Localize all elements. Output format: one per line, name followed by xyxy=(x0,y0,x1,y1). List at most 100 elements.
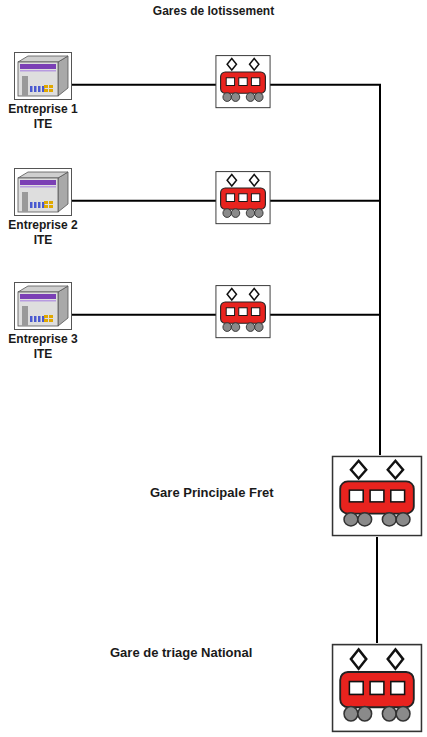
rail-line xyxy=(72,85,380,455)
building-window xyxy=(34,202,37,208)
icon-frame xyxy=(216,286,270,338)
pantograph xyxy=(351,461,366,479)
train-wheel xyxy=(255,209,263,218)
station-label: Gare de triage National xyxy=(110,645,252,661)
company-node: Entreprise 2 ITE xyxy=(4,168,82,248)
train-wheel xyxy=(223,323,231,332)
building-door xyxy=(22,192,28,212)
train-body xyxy=(221,72,266,93)
pantograph xyxy=(250,58,259,70)
train-window xyxy=(239,194,247,202)
train-window xyxy=(239,308,247,316)
rail-line xyxy=(72,201,380,455)
building-sign xyxy=(44,201,48,204)
building-top xyxy=(18,172,68,178)
train-body xyxy=(221,302,266,323)
train-symbol xyxy=(216,172,270,224)
diagram-title: Gares de lotissement xyxy=(0,4,427,18)
station-label: Gare Principale Fret xyxy=(150,485,274,501)
building-symbol xyxy=(15,53,72,100)
train-body xyxy=(340,672,414,707)
train-wheel xyxy=(231,323,239,332)
company-icon xyxy=(14,168,72,216)
train-symbol xyxy=(333,645,422,732)
building-roof-line xyxy=(20,186,56,188)
building-front xyxy=(18,292,58,326)
building-roof-line xyxy=(20,70,56,72)
train-wheel xyxy=(396,513,410,526)
station-icon xyxy=(331,643,423,733)
building-symbol xyxy=(15,169,72,216)
building-front xyxy=(18,178,58,212)
building-window xyxy=(30,202,33,208)
building-side xyxy=(58,286,68,326)
train-wheel xyxy=(358,513,372,526)
train-window xyxy=(349,682,363,695)
company-label: Entreprise 2 ITE xyxy=(4,218,82,248)
building-sign xyxy=(44,205,48,208)
train-window xyxy=(391,682,405,695)
building-window xyxy=(30,316,33,322)
building-front xyxy=(18,62,58,96)
pantograph xyxy=(388,649,403,668)
building-window xyxy=(38,86,41,92)
yard-train-icon xyxy=(216,172,270,224)
train-window xyxy=(226,78,234,86)
building-roof-band xyxy=(20,64,56,69)
train-wheel xyxy=(231,93,239,102)
train-symbol xyxy=(333,456,422,535)
building-door xyxy=(22,306,28,326)
train-body xyxy=(221,188,266,209)
train-wheel xyxy=(246,93,254,102)
building-door xyxy=(22,76,28,96)
building-sign xyxy=(44,89,48,92)
train-wheel xyxy=(382,513,396,526)
yard-train-icon xyxy=(216,286,270,338)
pantograph xyxy=(227,288,236,300)
train-window xyxy=(349,490,363,502)
pantograph xyxy=(388,461,403,479)
building-sign xyxy=(49,85,53,88)
train-window xyxy=(226,194,234,202)
train-symbol xyxy=(216,286,270,338)
building-roof-band xyxy=(20,180,56,185)
train-window xyxy=(251,308,259,316)
train-wheel xyxy=(223,93,231,102)
train-wheel xyxy=(246,323,254,332)
station-node: Gare Principale Fret xyxy=(150,455,423,537)
train-body xyxy=(340,481,414,513)
building-sign xyxy=(44,319,48,322)
building-roof-line xyxy=(20,300,56,302)
station-icon xyxy=(331,455,423,537)
company-label: Entreprise 3 ITE xyxy=(4,332,82,362)
train-wheel xyxy=(396,706,410,720)
building-side xyxy=(58,172,68,212)
building-roof-band xyxy=(20,294,56,299)
icon-frame xyxy=(15,283,72,330)
building-window xyxy=(34,316,37,322)
rail-line xyxy=(376,537,378,643)
building-sign xyxy=(44,85,48,88)
train-window xyxy=(251,78,259,86)
pantograph xyxy=(351,649,366,668)
train-wheel xyxy=(231,209,239,218)
pantograph xyxy=(227,174,236,186)
company-label: Entreprise 1 ITE xyxy=(4,102,82,132)
building-sign xyxy=(49,89,53,92)
building-sign xyxy=(49,205,53,208)
company-icon xyxy=(14,282,72,330)
train-window xyxy=(370,490,384,502)
building-symbol xyxy=(15,283,72,330)
building-window xyxy=(38,202,41,208)
train-wheel xyxy=(255,323,263,332)
pantograph xyxy=(250,288,259,300)
train-wheel xyxy=(382,706,396,720)
building-sign xyxy=(49,319,53,322)
building-side xyxy=(58,56,68,96)
train-wheel xyxy=(344,513,358,526)
station-node: Gare de triage National xyxy=(110,643,423,733)
building-sign xyxy=(49,315,53,318)
icon-frame xyxy=(216,172,270,224)
train-window xyxy=(370,682,384,695)
